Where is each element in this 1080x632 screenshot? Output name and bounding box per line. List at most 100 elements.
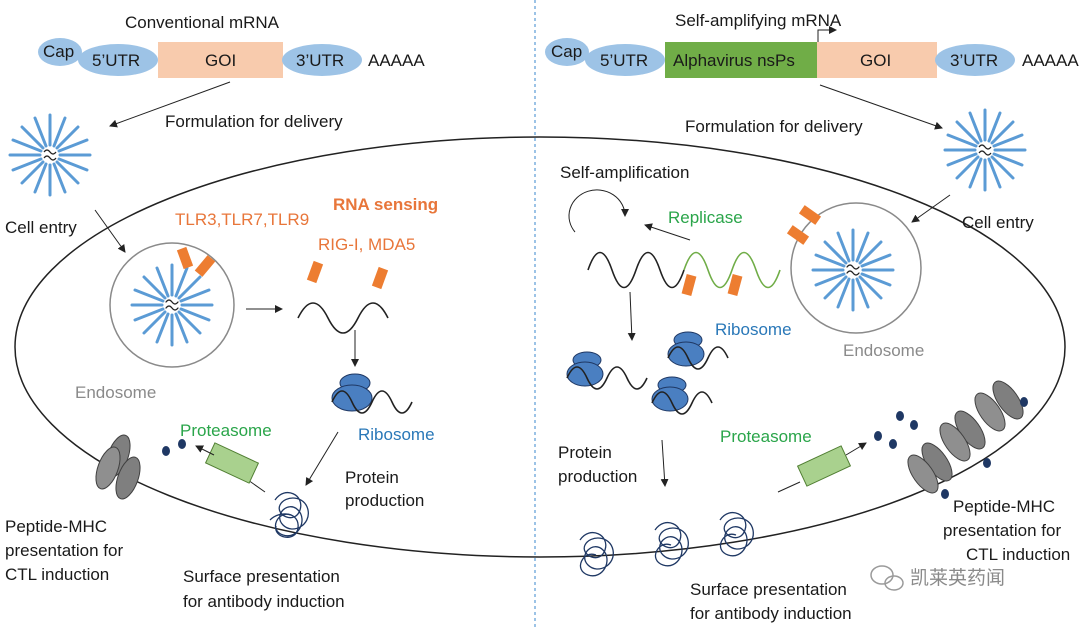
left-tlr-receptor-1: [176, 246, 194, 270]
right-surface-protein-3: [719, 511, 754, 557]
left-cap: [38, 38, 82, 66]
left-5utr: [78, 44, 158, 76]
right-peptide-mhc-2: presentation for: [943, 521, 1061, 540]
right-endosome-label: Endosome: [843, 341, 924, 360]
left-endosome-label: Endosome: [75, 383, 156, 402]
left-polya: AAAAA: [368, 51, 425, 70]
right-mrna-translating-2: [667, 346, 729, 370]
left-peptide-mhc-3: CTL induction: [5, 565, 109, 584]
right-construct: Cap 5’UTR Alphavirus nsPs GOI 3’UTR AAAA…: [545, 38, 1079, 78]
right-mrna-green-strand: [683, 251, 781, 289]
left-mrna-cytosol: [297, 302, 389, 334]
left-cap-label: Cap: [43, 42, 74, 61]
cell-membrane: [14, 136, 1066, 558]
right-mrna-translating-3: [651, 391, 713, 415]
left-rig-receptor-1: [306, 260, 324, 284]
left-cell-entry: Cell entry: [5, 218, 77, 237]
right-ribosome-label: Ribosome: [715, 320, 792, 339]
right-protein-prod-2: production: [558, 467, 637, 486]
left-proteasome-block: [204, 442, 260, 484]
right-mrna-translating-1: [566, 366, 648, 390]
left-surface-2: for antibody induction: [183, 592, 345, 611]
watermark: 凯莱英药闻: [870, 565, 1005, 591]
right-surface-2: for antibody induction: [690, 604, 852, 623]
right-tlr-receptor-1: [798, 205, 822, 225]
right-5utr-label: 5’UTR: [600, 51, 648, 70]
right-tlr-receptor-2: [786, 225, 810, 245]
left-mhc: [95, 434, 141, 500]
right-rig-receptor-2: [727, 274, 743, 296]
left-peptide-mhc-1: Peptide-MHC: [5, 517, 107, 536]
left-protein-prod-1: Protein: [345, 468, 399, 487]
left-construct: Cap 5’UTR GOI 3’UTR AAAAA: [38, 38, 425, 78]
right-3utr-label: 3’UTR: [950, 51, 998, 70]
left-surface-1: Surface presentation: [183, 567, 340, 586]
left-rig-receptor-2: [371, 266, 389, 290]
right-arrow-peptides: [845, 442, 867, 456]
right-proteasome-label: Proteasome: [720, 427, 812, 446]
right-self-amp-loop: [568, 189, 630, 233]
right-mhc: [907, 380, 1028, 499]
left-mrna-translating: [331, 390, 413, 414]
wechat-icon: [870, 565, 904, 591]
left-surface-protein: [269, 491, 309, 538]
right-surface-protein-2: [654, 521, 689, 567]
right-formulation: Formulation for delivery: [685, 117, 863, 136]
left-ribosome-label: Ribosome: [358, 425, 435, 444]
left-title: Conventional mRNA: [125, 13, 280, 32]
right-mrna-amplifying: [587, 251, 685, 289]
right-surface-1: Surface presentation: [690, 580, 847, 599]
right-self-amp: Self-amplification: [560, 163, 689, 182]
left-peptides: [162, 439, 186, 456]
left-tlrs: TLR3,TLR7,TLR9: [175, 210, 309, 229]
left-arrow-to-proteasome: [247, 479, 266, 493]
left-protein-prod-2: production: [345, 491, 424, 510]
right-lnp: [943, 108, 1027, 192]
right-replicase: Replicase: [668, 208, 743, 227]
left-endosome: [109, 242, 235, 368]
left-arrow-peptides: [195, 445, 215, 456]
right-arrow-protein: [660, 439, 669, 487]
left-3utr-label: 3’UTR: [296, 51, 344, 70]
left-tlr-receptor-2: [194, 255, 216, 277]
right-proteasome-block: [796, 445, 852, 487]
left-arrow-entry: [94, 209, 126, 253]
left-peptide-mhc-2: presentation for: [5, 541, 123, 560]
right-goi-label: GOI: [860, 51, 891, 70]
right-nsps: [665, 42, 817, 78]
right-peptide-mhc-1: Peptide-MHC: [953, 497, 1055, 516]
left-3utr: [282, 44, 362, 76]
left-goi-label: GOI: [205, 51, 236, 70]
right-surface-protein-1: [579, 531, 614, 577]
right-cap-label: Cap: [551, 42, 582, 61]
right-cap: [545, 38, 589, 66]
left-goi: [158, 42, 283, 78]
right-cell-entry: Cell entry: [962, 213, 1034, 232]
right-arrow-entry: [911, 194, 951, 223]
right-title: Self-amplifying mRNA: [675, 11, 842, 30]
left-arrow-protein: [305, 431, 339, 486]
watermark-text: 凯莱英药闻: [910, 567, 1005, 589]
right-arrow-to-proteasome: [777, 481, 801, 493]
right-polya: AAAAA: [1022, 51, 1079, 70]
right-peptides: [874, 411, 918, 449]
left-rig: RIG-I, MDA5: [318, 235, 415, 254]
right-arrow-formulation: [819, 84, 943, 130]
left-lnp: [8, 113, 92, 197]
right-goi: [817, 42, 937, 78]
left-arrow-formulation: [109, 81, 231, 128]
right-peptide-mhc-3: CTL induction: [966, 545, 1070, 564]
right-3utr: [935, 44, 1015, 76]
right-arrow-translation: [627, 291, 636, 341]
right-endosome: [786, 202, 922, 334]
right-5utr: [585, 44, 665, 76]
right-subgenomic-promoter: [817, 26, 837, 42]
right-nsps-label: Alphavirus nsPs: [673, 51, 795, 70]
left-proteasome-label: Proteasome: [180, 421, 272, 440]
left-formulation: Formulation for delivery: [165, 112, 343, 131]
left-5utr-label: 5’UTR: [92, 51, 140, 70]
right-protein-prod-1: Protein: [558, 443, 612, 462]
right-arrow-replicase: [644, 223, 691, 241]
